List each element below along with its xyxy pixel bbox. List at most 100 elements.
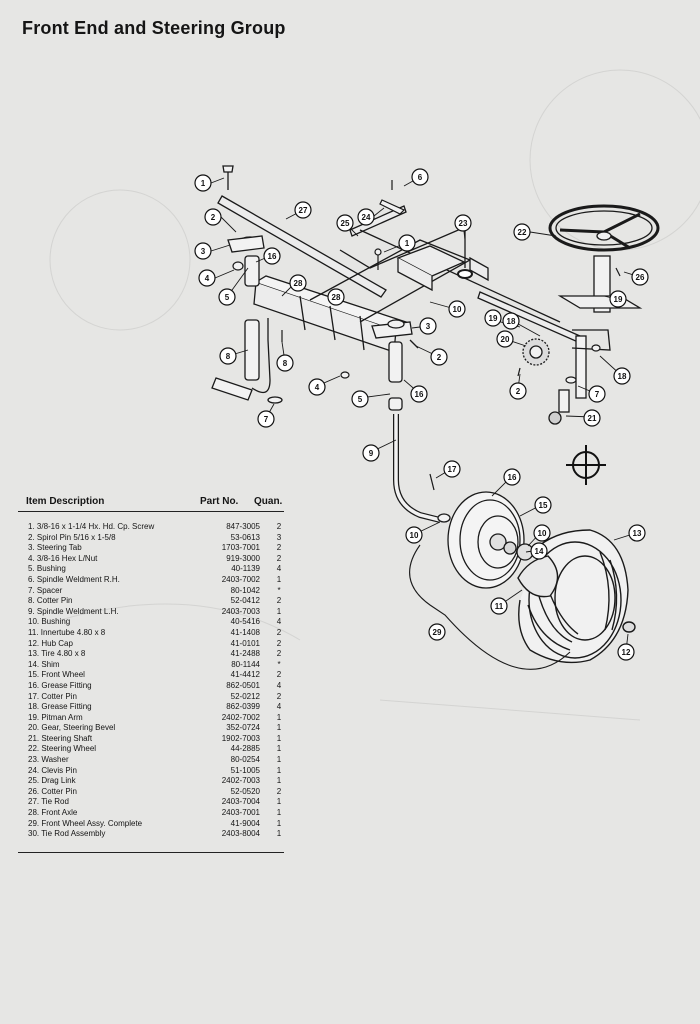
row-quantity: 4	[276, 564, 282, 574]
front-wheel-group	[447, 491, 534, 589]
svg-text:10: 10	[410, 531, 419, 540]
row-part-number: 41-2488	[230, 649, 260, 659]
row-description: 4. 3/8-16 Hex L/Nut	[28, 553, 98, 563]
callout: 24	[357, 208, 375, 226]
svg-text:18: 18	[507, 317, 516, 326]
row-description: 22. Steering Wheel	[28, 744, 97, 754]
row-description: 8. Cotter Pin	[28, 596, 73, 606]
svg-text:16: 16	[508, 473, 517, 482]
svg-text:26: 26	[636, 273, 645, 282]
row-description: 14. Shim	[28, 659, 60, 669]
row-quantity: 3	[276, 532, 282, 542]
row-quantity: 2	[276, 670, 282, 680]
row-part-number: 862-0399	[226, 702, 260, 712]
svg-text:27: 27	[299, 206, 308, 215]
row-quantity: 2	[276, 543, 282, 553]
hardware-pins	[232, 180, 621, 491]
tire-group	[517, 529, 636, 664]
row-quantity: 1	[276, 606, 282, 616]
row-part-number: 80-1042	[230, 585, 260, 595]
svg-text:14: 14	[535, 547, 544, 556]
callout: 14	[530, 542, 548, 560]
row-part-number: 41-1408	[230, 627, 260, 637]
drag-link-shape	[349, 205, 407, 237]
page-title: Front End and Steering Group	[22, 18, 286, 38]
row-part-number: 44-2885	[230, 744, 260, 754]
row-part-number: 41-0101	[230, 638, 260, 648]
svg-text:4: 4	[315, 383, 320, 392]
svg-text:10: 10	[538, 529, 547, 538]
svg-text:23: 23	[459, 219, 468, 228]
row-description: 9. Spindle Weldment L.H.	[28, 606, 119, 616]
row-quantity: 1	[276, 818, 282, 828]
row-description: 11. Innertube 4.80 x 8	[28, 627, 106, 637]
callout: 29	[428, 623, 446, 641]
row-part-number: 2402-7003	[221, 776, 260, 786]
callout: 22	[513, 223, 531, 241]
callout: 10	[448, 300, 466, 318]
row-quantity: 1	[276, 712, 282, 722]
svg-text:2: 2	[211, 213, 216, 222]
svg-text:17: 17	[448, 465, 457, 474]
svg-text:3: 3	[201, 247, 206, 256]
row-quantity: 2	[276, 691, 282, 701]
svg-text:25: 25	[341, 219, 350, 228]
row-part-number: 51-1005	[230, 765, 260, 775]
callout: 3	[419, 317, 437, 335]
svg-text:4: 4	[205, 274, 210, 283]
row-quantity: 1	[276, 723, 282, 733]
row-quantity: *	[277, 585, 281, 595]
row-part-number: 41-9004	[230, 818, 260, 828]
row-part-number: 52-0212	[230, 691, 260, 701]
row-quantity: 4	[276, 617, 282, 627]
callout-group: 1 2 3 4 5 8 16 28 27 25 24 6 1 23 22 26 …	[194, 168, 649, 661]
svg-text:22: 22	[518, 228, 527, 237]
callout: 4	[308, 378, 326, 396]
callout: 2	[204, 208, 222, 226]
svg-text:8: 8	[226, 352, 231, 361]
row-part-number: 862-0501	[226, 680, 260, 690]
svg-text:7: 7	[595, 390, 600, 399]
callout: 3	[194, 242, 212, 260]
row-part-number: 53-0613	[230, 532, 260, 542]
svg-text:21: 21	[588, 414, 597, 423]
callout: 10	[533, 524, 551, 542]
svg-text:5: 5	[358, 395, 363, 404]
callout: 16	[503, 468, 521, 486]
callout: 5	[351, 390, 369, 408]
crosshair-registration-mark	[566, 445, 606, 485]
row-quantity: 2	[276, 596, 282, 606]
left-spindle-group	[211, 165, 283, 404]
row-description: 17. Cotter Pin	[28, 691, 77, 701]
row-description: 3. Steering Tab	[28, 543, 82, 553]
svg-text:16: 16	[268, 252, 277, 261]
row-description: 26. Cotter Pin	[28, 786, 77, 796]
svg-text:2: 2	[437, 353, 442, 362]
svg-text:3: 3	[426, 322, 431, 331]
row-quantity: 2	[276, 522, 282, 531]
row-quantity: 1	[276, 797, 282, 807]
row-quantity: 1	[276, 744, 282, 754]
callout: 18	[613, 367, 631, 385]
callout: 10	[405, 526, 423, 544]
steering-wheel-rim	[548, 204, 660, 252]
callout: 17	[443, 460, 461, 478]
row-quantity: 1	[276, 574, 282, 584]
